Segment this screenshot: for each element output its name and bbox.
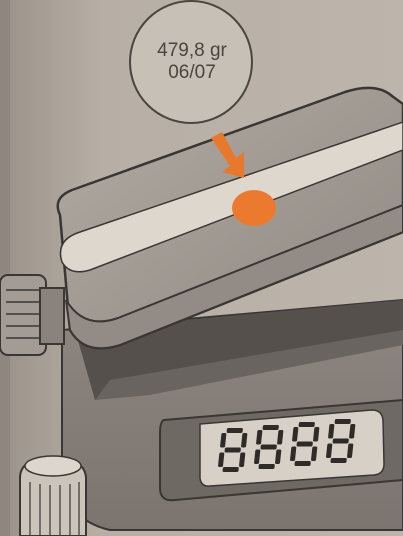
page-edge-shadow	[0, 0, 10, 536]
knurled-cap	[20, 456, 86, 536]
lcd-segment	[296, 442, 313, 447]
lcd-segment	[294, 461, 311, 466]
lcd-segment	[262, 425, 279, 430]
callout-label: 479,8 gr 06/07	[129, 40, 255, 84]
lcd-segment	[222, 467, 239, 472]
connector-plug	[0, 275, 64, 355]
lcd-segment	[258, 464, 275, 469]
lcd-segment	[226, 428, 243, 433]
callout-weight: 479,8 gr	[129, 40, 255, 62]
lcd-segment	[330, 458, 347, 463]
indicator-dot	[232, 190, 276, 226]
lcd-segment	[334, 419, 351, 424]
lcd-segment	[260, 445, 277, 450]
lcd-segment	[224, 448, 241, 453]
callout-date: 06/07	[129, 62, 255, 84]
lcd-segment	[332, 439, 349, 444]
lcd-segment	[298, 422, 315, 427]
